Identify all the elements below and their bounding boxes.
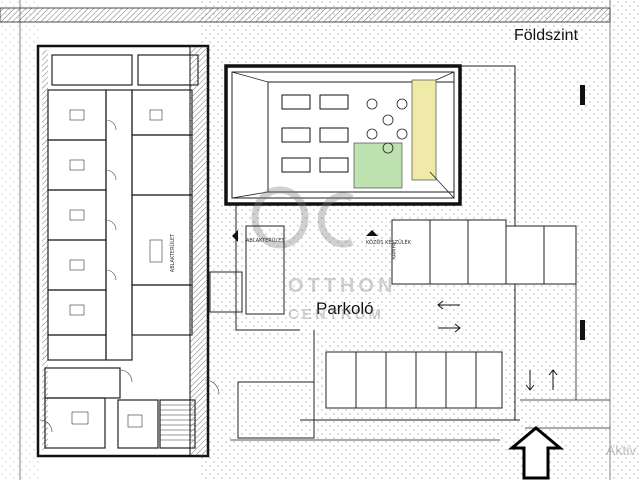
parking-stalls-lower [325, 351, 503, 409]
watermark-logo [251, 186, 354, 249]
green-zone [353, 142, 403, 189]
parking-stalls-upper [391, 219, 577, 285]
dividing-wall [189, 45, 209, 457]
right-arrow [438, 323, 461, 333]
top-boundary [0, 7, 611, 23]
room-label: ABLAKTERÜLET [246, 238, 285, 244]
parking-area [209, 65, 520, 439]
watermark-text-line2: CENTRUM [288, 306, 384, 323]
activation-overlay-text: Aktiv [606, 442, 637, 458]
entrance-arrow [507, 426, 565, 480]
watermark-text-line1: OTTHON [288, 275, 397, 297]
down-arrow [525, 370, 535, 391]
room-label: ABLAKTERÜLET [170, 233, 177, 273]
room-label: RAMPA [391, 242, 398, 260]
traffic-arrows [437, 300, 558, 391]
floor-level-label: Földszint [514, 27, 579, 44]
up-arrow [548, 369, 558, 390]
left-building [36, 44, 220, 458]
yellow-zone [411, 79, 437, 181]
parking-label: Parkoló [316, 299, 374, 318]
courtyard-building [224, 64, 462, 206]
left-arrow [437, 300, 460, 310]
room-label: KÖZÖS KÉSZÜLÉK [366, 240, 411, 246]
